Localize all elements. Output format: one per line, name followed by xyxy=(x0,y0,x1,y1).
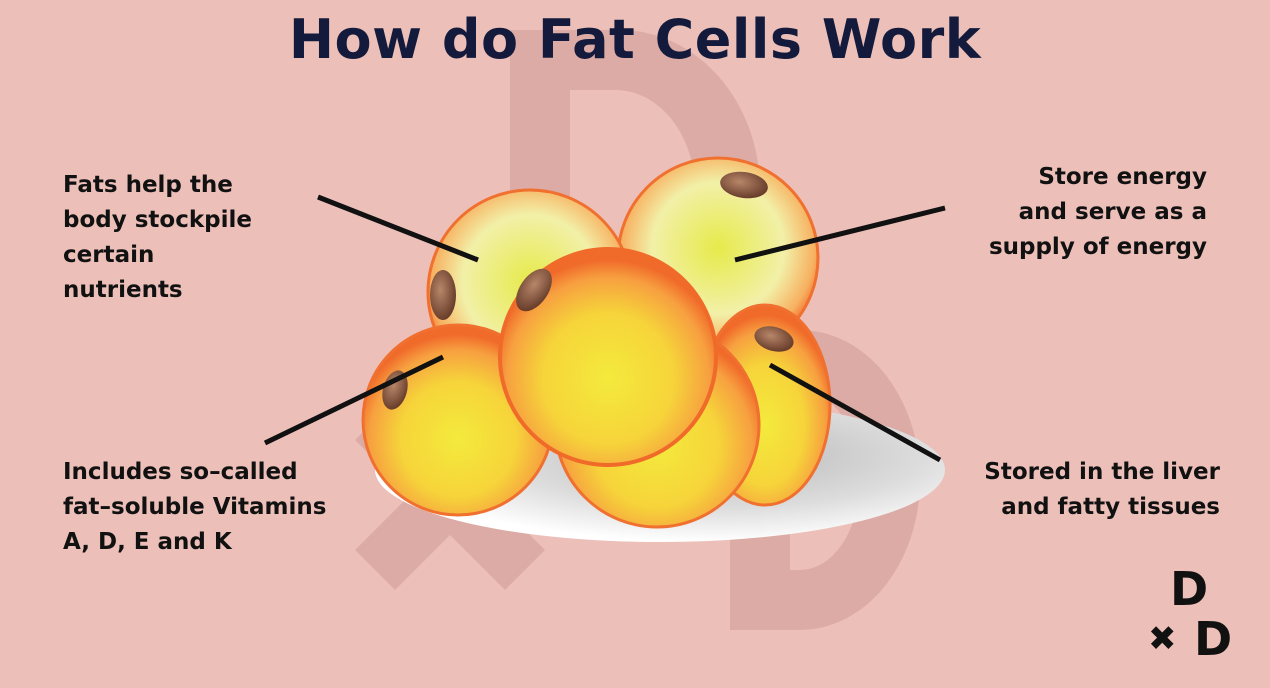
label-bottom-left: Includes so–called fat–soluble Vitamins … xyxy=(63,455,326,560)
label-bottom-right: Stored in the liver and fatty tissues xyxy=(984,455,1220,525)
label-top-left: Fats help the body stockpile certain nut… xyxy=(63,168,252,308)
logo-cross-icon: ✖ xyxy=(1148,619,1177,659)
nucleus-icon xyxy=(382,370,408,410)
pointer-line-bottom-right xyxy=(768,362,942,463)
label-line: nutrients xyxy=(63,277,183,303)
logo-d-top: D xyxy=(1170,562,1209,616)
label-line: supply of energy xyxy=(988,234,1207,260)
label-line: Includes so–called xyxy=(63,459,298,485)
dxd-logo: D ✖ D xyxy=(1148,566,1248,666)
cell-center xyxy=(498,247,718,467)
logo-d-bottom: D xyxy=(1194,612,1233,666)
pointer-line-top-right xyxy=(734,205,946,263)
label-line: A, D, E and K xyxy=(63,529,232,555)
nucleus-icon xyxy=(430,270,456,320)
label-top-right: Store energy and serve as a supply of en… xyxy=(989,160,1207,265)
label-line: Fats help the xyxy=(63,172,233,198)
label-line: fat–soluble Vitamins xyxy=(63,494,327,520)
label-line: Store energy xyxy=(1038,164,1207,190)
pointer-line-bottom-left xyxy=(263,354,445,446)
label-line: body stockpile xyxy=(63,207,252,233)
nucleus-icon xyxy=(516,268,552,312)
nucleus-icon xyxy=(720,171,768,199)
label-line: certain xyxy=(63,242,155,268)
pointer-line-top-left xyxy=(317,194,479,263)
label-line: Stored in the liver xyxy=(984,459,1220,485)
label-line: and fatty tissues xyxy=(1001,494,1220,520)
label-line: and serve as a xyxy=(1018,199,1207,225)
page-title: How do Fat Cells Work xyxy=(288,8,982,71)
nucleus-icon xyxy=(754,326,794,352)
